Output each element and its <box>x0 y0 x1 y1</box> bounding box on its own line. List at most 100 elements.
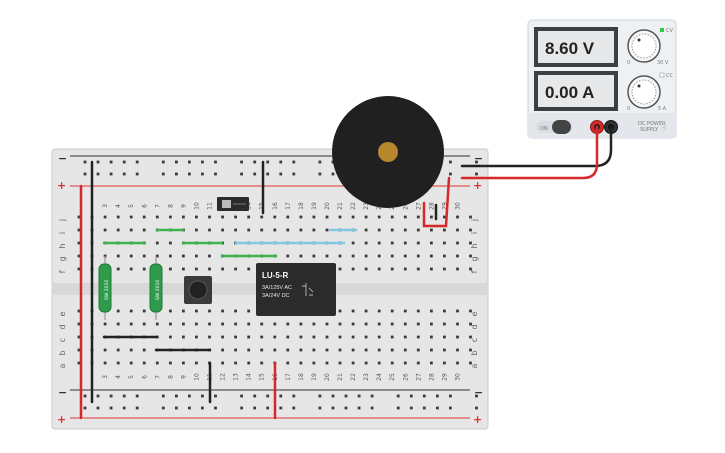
breadboard-hole[interactable] <box>247 335 251 339</box>
rail-hole[interactable] <box>188 172 191 176</box>
breadboard-hole[interactable] <box>221 267 224 271</box>
breadboard-hole[interactable] <box>182 267 185 271</box>
breadboard-hole[interactable] <box>286 335 290 339</box>
breadboard-hole[interactable] <box>469 309 472 313</box>
breadboard-hole[interactable] <box>299 322 303 326</box>
breadboard-hole[interactable] <box>155 361 159 365</box>
breadboard-hole[interactable] <box>377 241 381 245</box>
breadboard-hole[interactable] <box>103 228 107 232</box>
rail-hole[interactable] <box>240 406 243 410</box>
rail-hole[interactable] <box>253 160 257 164</box>
rail-hole[interactable] <box>357 394 361 398</box>
rail-hole[interactable] <box>109 394 113 398</box>
breadboard-hole[interactable] <box>469 215 472 219</box>
breadboard-hole[interactable] <box>377 335 381 339</box>
rail-hole[interactable] <box>475 160 478 164</box>
breadboard-hole[interactable] <box>338 348 342 352</box>
breadboard-hole[interactable] <box>77 215 81 219</box>
breadboard-hole[interactable] <box>430 309 433 313</box>
rail-hole[interactable] <box>266 172 270 176</box>
breadboard-hole[interactable] <box>182 215 185 219</box>
breadboard-hole[interactable] <box>443 335 446 339</box>
breadboard-hole[interactable] <box>364 241 368 245</box>
rail-hole[interactable] <box>344 406 348 410</box>
dc-power-supply[interactable]: 8.60 V 0.00 A 0 30 V 0 5 A CV CC ON <box>527 19 677 139</box>
breadboard-hole[interactable] <box>273 215 277 219</box>
breadboard-hole[interactable] <box>169 241 172 245</box>
rail-hole[interactable] <box>135 160 139 164</box>
rail-hole[interactable] <box>449 172 452 176</box>
breadboard-hole[interactable] <box>338 267 342 271</box>
breadboard-hole[interactable] <box>247 348 251 352</box>
breadboard-hole[interactable] <box>416 361 420 365</box>
rail-hole[interactable] <box>357 406 361 410</box>
breadboard-hole[interactable] <box>377 348 381 352</box>
breadboard-hole[interactable] <box>325 348 329 352</box>
rail-hole[interactable] <box>475 394 478 398</box>
breadboard-hole[interactable] <box>221 335 224 339</box>
breadboard-hole[interactable] <box>338 254 342 258</box>
breadboard-hole[interactable] <box>469 241 472 245</box>
rail-hole[interactable] <box>422 406 426 410</box>
rail-hole[interactable] <box>266 394 270 398</box>
rail-hole[interactable] <box>292 406 296 410</box>
breadboard-hole[interactable] <box>273 348 277 352</box>
rail-hole[interactable] <box>240 394 243 398</box>
breadboard-hole[interactable] <box>195 267 198 271</box>
breadboard-hole[interactable] <box>247 322 251 326</box>
jumper-wires[interactable] <box>79 160 451 420</box>
breadboard-hole[interactable] <box>338 335 342 339</box>
rail-hole[interactable] <box>122 394 126 398</box>
breadboard-hole[interactable] <box>169 322 172 326</box>
rail-hole[interactable] <box>449 394 452 398</box>
breadboard-hole[interactable] <box>169 215 172 219</box>
breadboard-hole[interactable] <box>416 254 420 258</box>
breadboard-hole[interactable] <box>273 335 277 339</box>
breadboard-hole[interactable] <box>469 335 472 339</box>
breadboard-hole[interactable] <box>116 215 120 219</box>
rail-hole[interactable] <box>201 172 204 176</box>
breadboard-hole[interactable] <box>129 348 133 352</box>
breadboard-hole[interactable] <box>416 241 420 245</box>
rail-hole[interactable] <box>396 394 400 398</box>
breadboard-hole[interactable] <box>182 335 185 339</box>
rail-hole[interactable] <box>135 394 139 398</box>
breadboard-hole[interactable] <box>325 228 329 232</box>
breadboard-hole[interactable] <box>142 322 146 326</box>
breadboard-hole[interactable] <box>456 228 459 232</box>
breadboard-hole[interactable] <box>377 322 381 326</box>
breadboard-hole[interactable] <box>456 309 459 313</box>
breadboard-hole[interactable] <box>377 309 381 313</box>
breadboard-hole[interactable] <box>195 361 198 365</box>
breadboard-hole[interactable] <box>103 322 107 326</box>
breadboard-hole[interactable] <box>116 228 120 232</box>
rail-hole[interactable] <box>292 160 296 164</box>
rail-hole[interactable] <box>188 160 191 164</box>
breadboard-hole[interactable] <box>351 215 355 219</box>
rail-hole[interactable] <box>409 406 413 410</box>
rail-hole[interactable] <box>135 172 139 176</box>
rail-hole[interactable] <box>253 406 257 410</box>
breadboard-hole[interactable] <box>142 309 146 313</box>
rail-hole[interactable] <box>318 394 322 398</box>
breadboard-hole[interactable] <box>234 361 237 365</box>
rail-hole[interactable] <box>96 172 100 176</box>
breadboard-hole[interactable] <box>443 228 446 232</box>
breadboard-hole[interactable] <box>390 361 394 365</box>
power-switch[interactable] <box>552 120 571 134</box>
breadboard-hole[interactable] <box>416 335 420 339</box>
rail-hole[interactable] <box>83 160 87 164</box>
resistor-2[interactable]: SW 2010 <box>149 256 163 320</box>
breadboard-hole[interactable] <box>208 215 211 219</box>
rail-hole[interactable] <box>214 160 217 164</box>
breadboard-hole[interactable] <box>103 215 107 219</box>
rail-hole[interactable] <box>253 394 257 398</box>
breadboard-hole[interactable] <box>247 309 251 313</box>
breadboard-hole[interactable] <box>273 322 277 326</box>
breadboard-hole[interactable] <box>403 215 407 219</box>
piezo-buzzer[interactable] <box>332 96 444 208</box>
slide-switch[interactable] <box>217 197 249 211</box>
rail-hole[interactable] <box>449 160 452 164</box>
breadboard-hole[interactable] <box>456 322 459 326</box>
breadboard-hole[interactable] <box>390 215 394 219</box>
